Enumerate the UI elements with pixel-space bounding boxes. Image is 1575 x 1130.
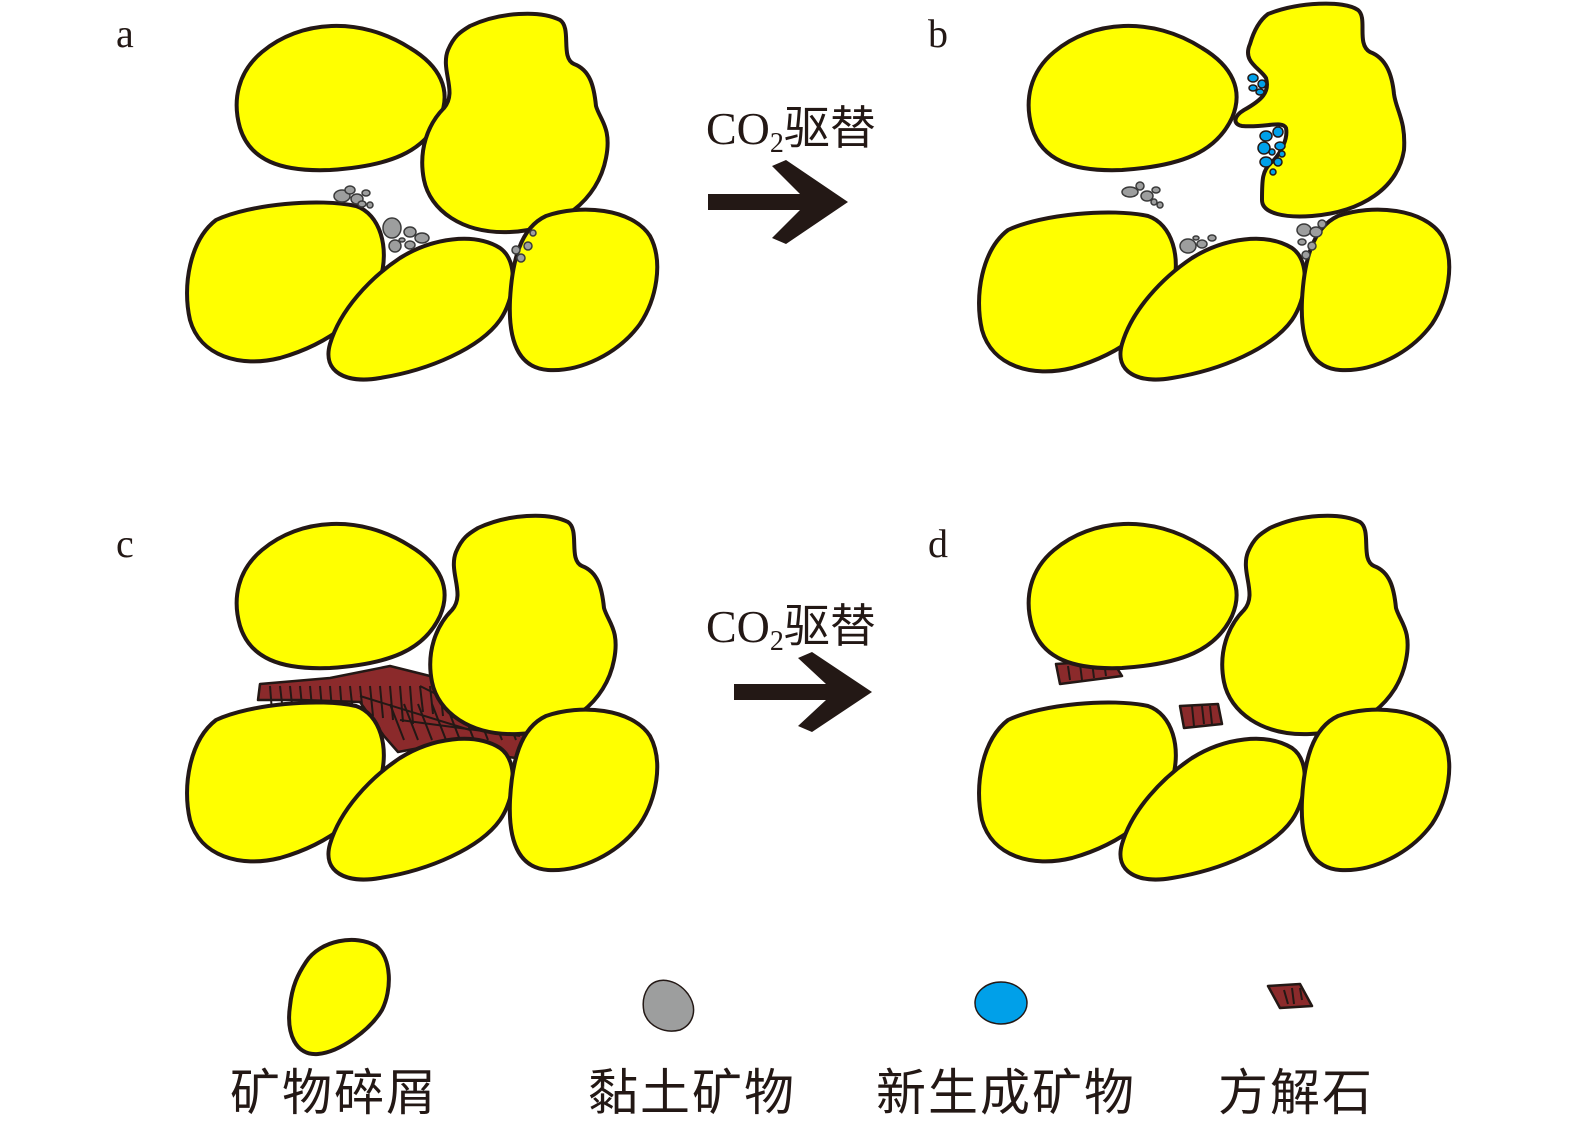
grain-coated [234, 521, 447, 671]
yellow-grain-icon [287, 938, 391, 1057]
calcite-cleavage-line [369, 685, 374, 717]
calcite-cleavage-line [1067, 665, 1071, 681]
grain-coated [1026, 521, 1239, 671]
grain-dissolved [1233, 1, 1407, 219]
grain [1299, 207, 1452, 373]
clay-cluster [1121, 181, 1327, 260]
calcite-cleavage-line [419, 685, 424, 713]
legend-label-new-mineral: 新生成矿物 [876, 1065, 1136, 1121]
grain [420, 11, 610, 235]
calcite-cleavage-line [1201, 705, 1205, 725]
grain [507, 707, 660, 873]
panel-b [977, 1, 1452, 382]
arrow-label-bottom: CO2驱替 [706, 604, 876, 656]
arrow-right-icon [734, 652, 872, 732]
panel-letter-b: b [928, 11, 948, 56]
arrow-label-top: CO2驱替 [706, 106, 876, 158]
arrow-label-subscript: 2 [769, 128, 784, 159]
arrow-label-prefix: CO [706, 103, 770, 154]
panel-letter-a: a [116, 11, 134, 56]
arrow-right-icon [708, 160, 848, 244]
grain [1220, 513, 1410, 737]
gray-clay-icon [642, 979, 695, 1032]
calcite-cleavage-line [399, 685, 404, 723]
calcite-cleavage-line [389, 685, 394, 721]
calcite-cleavage-line [389, 703, 405, 741]
arrow-label-suffix: 驱替 [783, 601, 876, 652]
arrow-label-suffix: 驱替 [783, 103, 876, 154]
calcite-cleavage-line [409, 685, 414, 725]
grain-coated [234, 23, 447, 173]
clay-cluster [333, 185, 537, 263]
legend-label-calcite: 方解石 [1218, 1065, 1374, 1121]
calcite-cleavage-line [359, 695, 471, 731]
panel-letter-c: c [116, 521, 134, 566]
blue-new-mineral-icon [974, 981, 1028, 1025]
panel-letter-d: d [928, 521, 948, 566]
calcite-cleavage-line [1191, 705, 1195, 727]
calcite-cleavage-line [417, 703, 433, 741]
grain-coated [1026, 23, 1239, 173]
new-mineral-cluster [1247, 73, 1286, 176]
legend-label-mineral-debris: 矿物碎屑 [230, 1065, 438, 1121]
calcite-cleavage-line [1209, 705, 1213, 725]
calcite-crystal-icon [1266, 982, 1314, 1010]
panel-c [185, 513, 660, 882]
panel-a [185, 11, 660, 382]
grain [1299, 707, 1452, 873]
grain [428, 513, 618, 737]
legend-label-clay-mineral: 黏土矿物 [588, 1065, 796, 1121]
panel-d [977, 513, 1452, 882]
arrow-label-prefix: CO [706, 601, 770, 652]
arrow-label-subscript: 2 [769, 626, 784, 657]
calcite-cleavage-line [431, 703, 447, 741]
